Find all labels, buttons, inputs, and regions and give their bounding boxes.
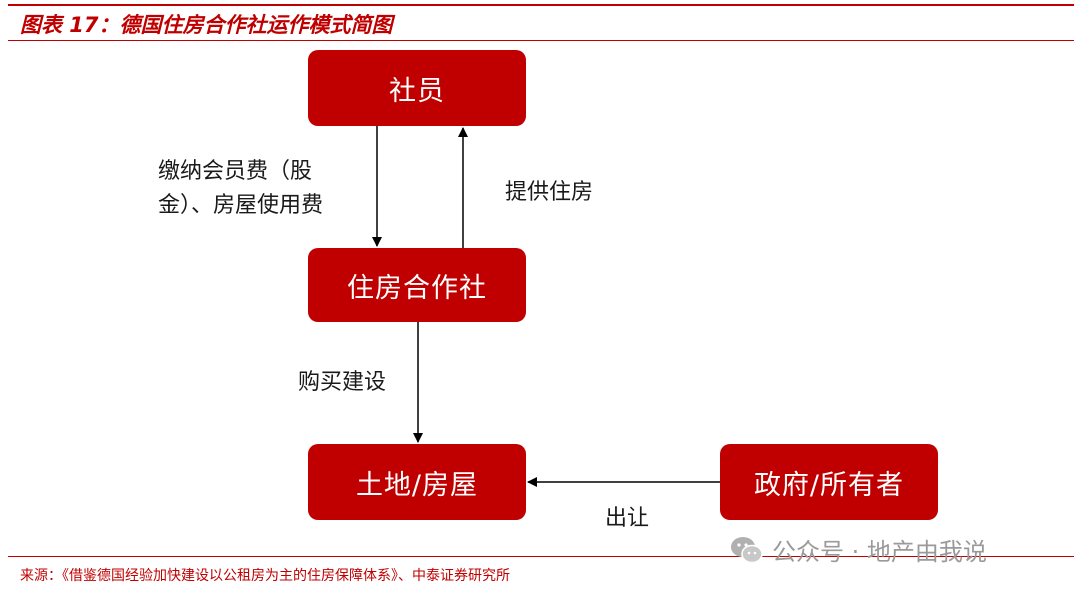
watermark-text: 公众号 · 地产由我说 bbox=[772, 538, 987, 566]
edge-label-fee-line2: 金）、房屋使用费 bbox=[158, 193, 324, 218]
node-housing-cooperative: 住房合作社 bbox=[308, 248, 526, 322]
node-government-owner: 政府/所有者 bbox=[720, 444, 938, 520]
edge-label-fee-line1: 缴纳会员费（股 bbox=[158, 159, 313, 184]
watermark: 公众号 · 地产由我说 bbox=[730, 532, 987, 567]
source-note: 来源：《借鉴德国经验加快建设以公租房为主的住房保障体系》、中泰证券研究所 bbox=[20, 568, 510, 584]
edge-label-transfer: 出让 bbox=[605, 506, 650, 531]
bottom-rule bbox=[8, 556, 1074, 557]
title-rule bbox=[8, 40, 1074, 41]
figure-title: 图表 17：德国住房合作社运作模式简图 bbox=[20, 13, 393, 37]
wechat-icon bbox=[731, 536, 763, 563]
top-rule bbox=[8, 4, 1074, 6]
node-land-housing: 土地/房屋 bbox=[308, 444, 526, 520]
edge-label-buy-build: 购买建设 bbox=[298, 370, 387, 395]
node-member: 社员 bbox=[308, 50, 526, 126]
edge-label-provide-housing: 提供住房 bbox=[505, 180, 594, 205]
